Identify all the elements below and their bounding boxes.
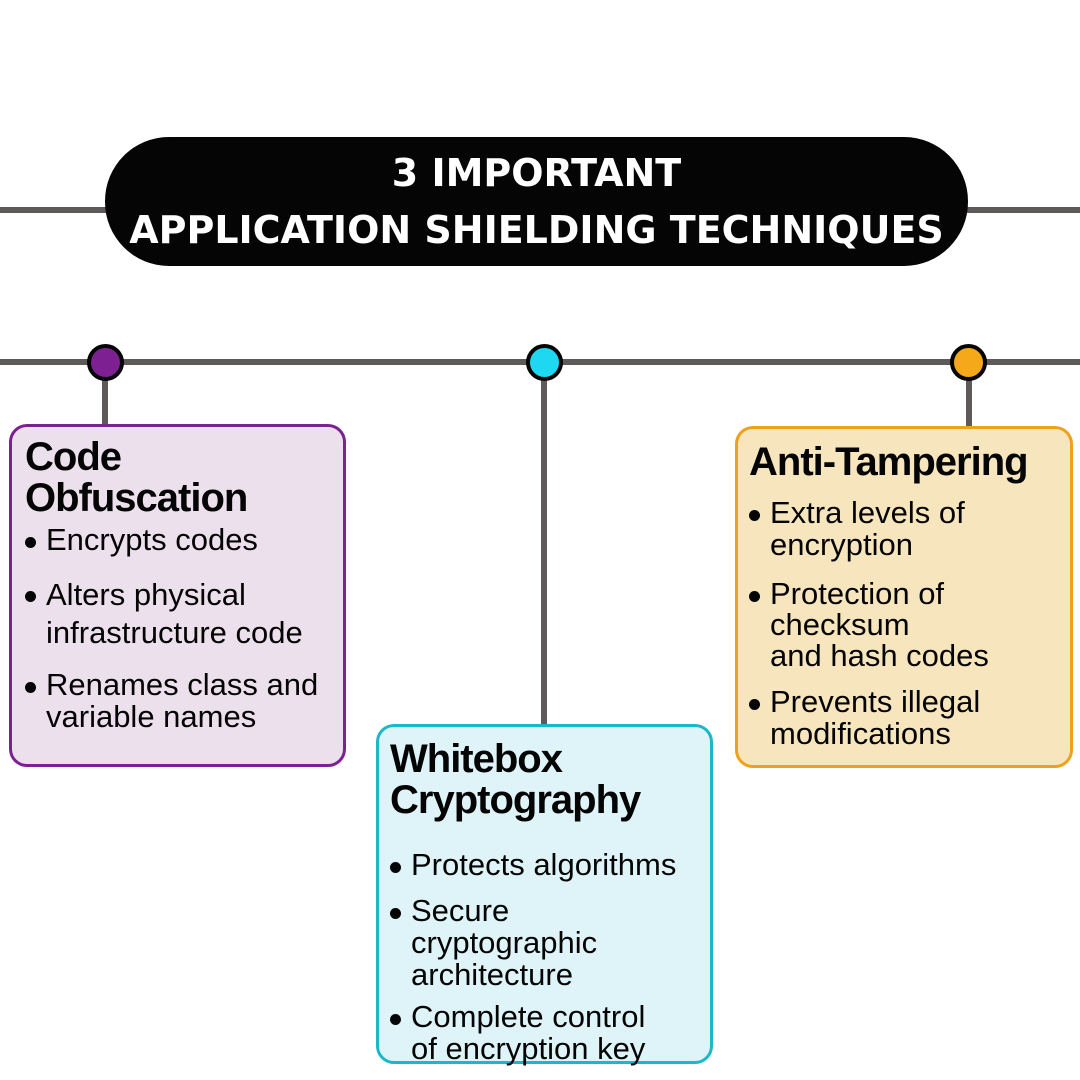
list-item: Extra levels of encryption [749,497,1070,561]
anti-tampering-node [950,344,987,381]
anti-tampering-list: Extra levels of encryption Protection of… [749,497,1070,750]
bullet-icon [25,537,36,548]
bullet-icon [390,1014,401,1025]
code-obfuscation-list: Encrypts codes Alters physical infrastru… [25,524,343,733]
whitebox-cryptography-list: Protects algorithms Secure cryptographic… [390,849,710,1065]
whitebox-cryptography-card: Whitebox Cryptography Protects algorithm… [376,724,713,1065]
list-item: Complete control of encryption key [390,1001,710,1065]
list-item: Protects algorithms [390,849,710,881]
bullet-icon [749,591,760,602]
bullet-icon [25,591,36,602]
whitebox-cryptography-title: Whitebox Cryptography [390,737,641,822]
code-obfuscation-title: Code Obfuscation [25,435,248,520]
anti-tampering-title: Anti-Tampering [749,440,1029,484]
list-item: Alters physical infrastructure code [25,576,343,652]
code-obfuscation-connector [102,362,108,426]
list-item: Secure cryptographic architecture [390,895,710,991]
list-item: Protection of checksum and hash codes [749,578,1070,671]
diagram-title: 3 IMPORTANT APPLICATION SHIELDING TECHNI… [105,137,968,266]
code-obfuscation-node [87,344,124,381]
bullet-icon [749,699,760,710]
list-item: Renames class and variable names [25,669,343,733]
bullet-icon [390,862,401,873]
code-obfuscation-card: Code Obfuscation Encrypts codes Alters p… [9,424,346,767]
anti-tampering-connector [966,362,972,428]
bullet-icon [25,682,36,693]
bullet-icon [390,908,401,919]
title-line-1: 3 IMPORTANT [391,150,682,195]
whitebox-connector [541,362,547,726]
whitebox-node [526,344,563,381]
anti-tampering-card: Anti-Tampering Extra levels of encryptio… [735,426,1073,768]
title-line-2: APPLICATION SHIELDING TECHNIQUES [129,207,944,252]
bullet-icon [749,510,760,521]
list-item: Encrypts codes [25,524,343,556]
list-item: Prevents illegal modifications [749,686,1070,750]
